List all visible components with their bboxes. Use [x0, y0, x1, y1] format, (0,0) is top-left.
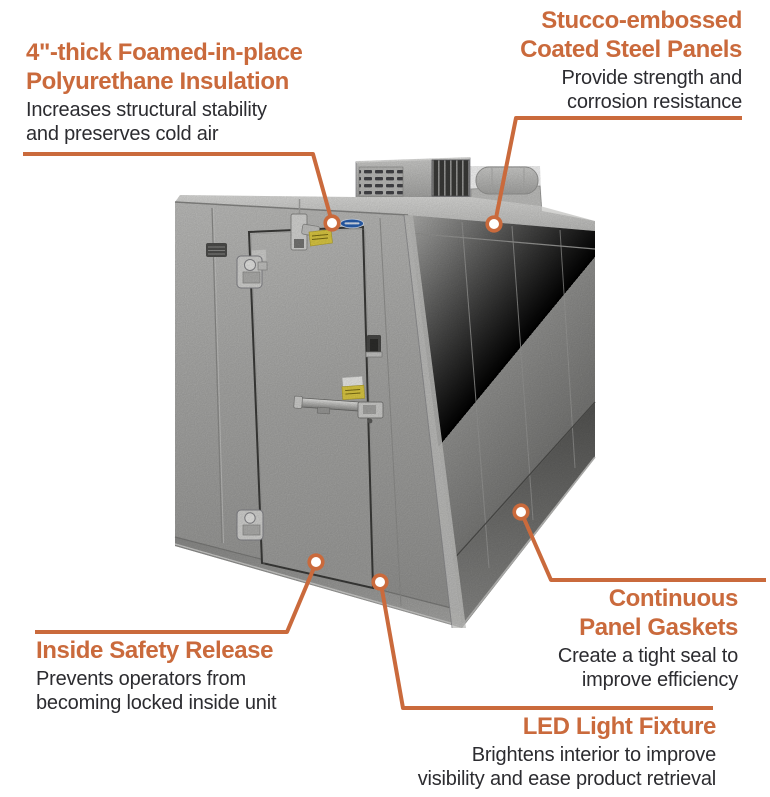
callout-title-stucco: Stucco-embossed Coated Steel Panels — [520, 6, 742, 64]
body-line: Create a tight seal to — [557, 645, 738, 667]
callout-block-safety: Inside Safety Release Prevents operators… — [36, 636, 277, 715]
title-line: Polyurethane Insulation — [26, 68, 289, 95]
body-line: visibility and ease product retrieval — [417, 768, 717, 790]
body-line: and preserves cold air — [26, 123, 219, 145]
callout-block-gaskets: Continuous Panel Gaskets Create a tight … — [558, 584, 739, 692]
callout-body-led: Brightens interior to improve visibility… — [417, 743, 717, 791]
body-line: becoming locked inside unit — [36, 692, 277, 714]
body-line: improve efficiency — [581, 669, 738, 691]
title-line: Panel Gaskets — [579, 614, 738, 641]
title-line: 4"-thick Foamed-in-place — [26, 39, 303, 66]
cooler-unit — [174, 157, 596, 629]
callout-body-gaskets: Create a tight seal to improve efficienc… — [558, 644, 738, 692]
callout-body-stucco: Provide strength and corrosion resistanc… — [520, 66, 742, 114]
body-line: Prevents operators from — [36, 668, 246, 690]
callout-title-insulation: 4"-thick Foamed-in-place Polyurethane In… — [26, 38, 303, 96]
title-line: Inside Safety Release — [36, 637, 274, 664]
callout-block-led: LED Light Fixture Brightens interior to … — [417, 712, 717, 791]
body-line: Provide strength and — [561, 67, 742, 89]
callout-block-stucco: Stucco-embossed Coated Steel Panels Prov… — [520, 6, 742, 114]
title-line: Coated Steel Panels — [520, 36, 742, 63]
callout-block-insulation: 4"-thick Foamed-in-place Polyurethane In… — [26, 38, 303, 146]
body-line: Increases structural stability — [26, 99, 267, 121]
callout-body-safety: Prevents operators from becoming locked … — [36, 667, 277, 715]
callout-title-safety: Inside Safety Release — [36, 636, 276, 665]
callout-body-insulation: Increases structural stability and prese… — [26, 98, 303, 146]
callout-title-gaskets: Continuous Panel Gaskets — [558, 584, 738, 642]
callout-title-led: LED Light Fixture — [418, 712, 717, 741]
title-line: LED Light Fixture — [522, 713, 717, 740]
body-line: Brightens interior to improve — [471, 744, 717, 766]
title-line: Continuous — [608, 585, 739, 612]
stucco-texture — [175, 157, 595, 628]
body-line: corrosion resistance — [567, 91, 742, 113]
title-line: Stucco-embossed — [541, 7, 742, 34]
